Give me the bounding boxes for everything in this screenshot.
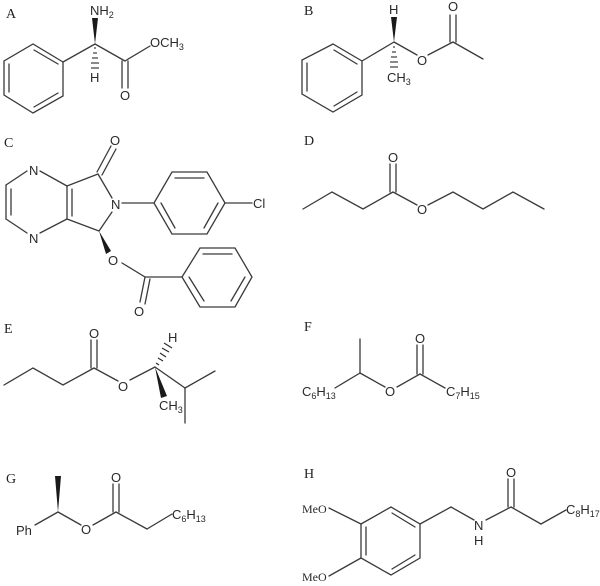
benzene-ring bbox=[301, 43, 363, 113]
atom-o-ester: O bbox=[81, 522, 91, 537]
atom-o-carbonyl: O bbox=[388, 150, 398, 165]
benzene-ring-benzoyl bbox=[181, 247, 253, 308]
atom-ch3: CH3 bbox=[159, 398, 183, 415]
panel-label-b: B bbox=[304, 4, 313, 19]
atom-nh-h: H bbox=[474, 533, 483, 548]
atom-o-lactam: O bbox=[110, 133, 120, 148]
wedge-bond bbox=[99, 231, 111, 254]
atom-c6h13: C6H13 bbox=[172, 507, 206, 524]
wedge-bond bbox=[92, 18, 98, 44]
atom-h: H bbox=[389, 2, 398, 17]
atom-o-ester: O bbox=[417, 202, 427, 217]
atom-o-ester: O bbox=[417, 53, 427, 68]
panel-label-a: A bbox=[6, 7, 17, 22]
atom-c7h15: C7H15 bbox=[446, 384, 480, 401]
panel-f: F C6H13 O O C7H15 bbox=[302, 320, 480, 401]
atom-o-ester: O bbox=[108, 253, 118, 268]
atom-o-carbonyl: O bbox=[111, 470, 121, 485]
atom-o-carbonyl: O bbox=[415, 331, 425, 346]
atom-h: H bbox=[168, 330, 177, 345]
atom-n1: N bbox=[29, 163, 38, 178]
hash-bond bbox=[91, 47, 99, 69]
atom-n2: N bbox=[29, 231, 38, 246]
atom-o-carbonyl: O bbox=[506, 465, 516, 480]
atom-o-carbonyl: O bbox=[134, 304, 144, 319]
atom-ch3: CH3 bbox=[387, 70, 411, 87]
atom-h: H bbox=[90, 70, 99, 85]
panel-c: C N N O N O O bbox=[4, 133, 265, 319]
atom-n: N bbox=[474, 518, 483, 533]
benzene-ring bbox=[3, 43, 64, 114]
panel-d: D O O bbox=[302, 134, 545, 217]
atom-o-ester: O bbox=[118, 379, 128, 394]
atom-ph: Ph bbox=[16, 523, 32, 538]
benzene-ring bbox=[360, 506, 421, 576]
panel-label-e: E bbox=[4, 322, 13, 337]
atom-och3: OCH3 bbox=[150, 35, 184, 52]
atom-meo-2: MeO bbox=[302, 570, 327, 584]
panel-b: B H CH3 O O bbox=[301, 0, 484, 113]
panel-label-f: F bbox=[304, 320, 312, 335]
atom-o-carbonyl: O bbox=[448, 0, 458, 14]
atom-nh2: NH2 bbox=[90, 3, 114, 20]
hash-bond bbox=[155, 342, 173, 366]
atom-o-carbonyl: O bbox=[120, 88, 130, 103]
panel-label-g: G bbox=[6, 472, 16, 487]
panel-h: H MeO MeO N H O C8H17 bbox=[302, 465, 600, 584]
panel-e: E O O H CH3 bbox=[3, 322, 216, 424]
atom-n-lactam: N bbox=[111, 197, 120, 212]
panel-label-d: D bbox=[304, 134, 314, 149]
atom-c8h17: C8H17 bbox=[566, 502, 600, 519]
atom-o-carbonyl: O bbox=[89, 326, 99, 341]
atom-cl: Cl bbox=[253, 196, 265, 211]
wedge-bond bbox=[155, 367, 167, 398]
panel-label-h: H bbox=[304, 467, 314, 482]
panel-label-c: C bbox=[4, 136, 13, 151]
wedge-bond bbox=[55, 476, 61, 512]
panel-g: G Ph O O C6H13 bbox=[6, 470, 206, 538]
wedge-bond bbox=[391, 17, 397, 42]
atom-o-ester: O bbox=[385, 384, 395, 399]
hash-bond bbox=[390, 46, 398, 68]
atom-c6h13: C6H13 bbox=[302, 384, 336, 401]
chlorophenyl-ring bbox=[153, 171, 226, 235]
atom-meo-1: MeO bbox=[302, 502, 327, 516]
panel-a: A NH2 H OCH3 O bbox=[3, 3, 184, 114]
